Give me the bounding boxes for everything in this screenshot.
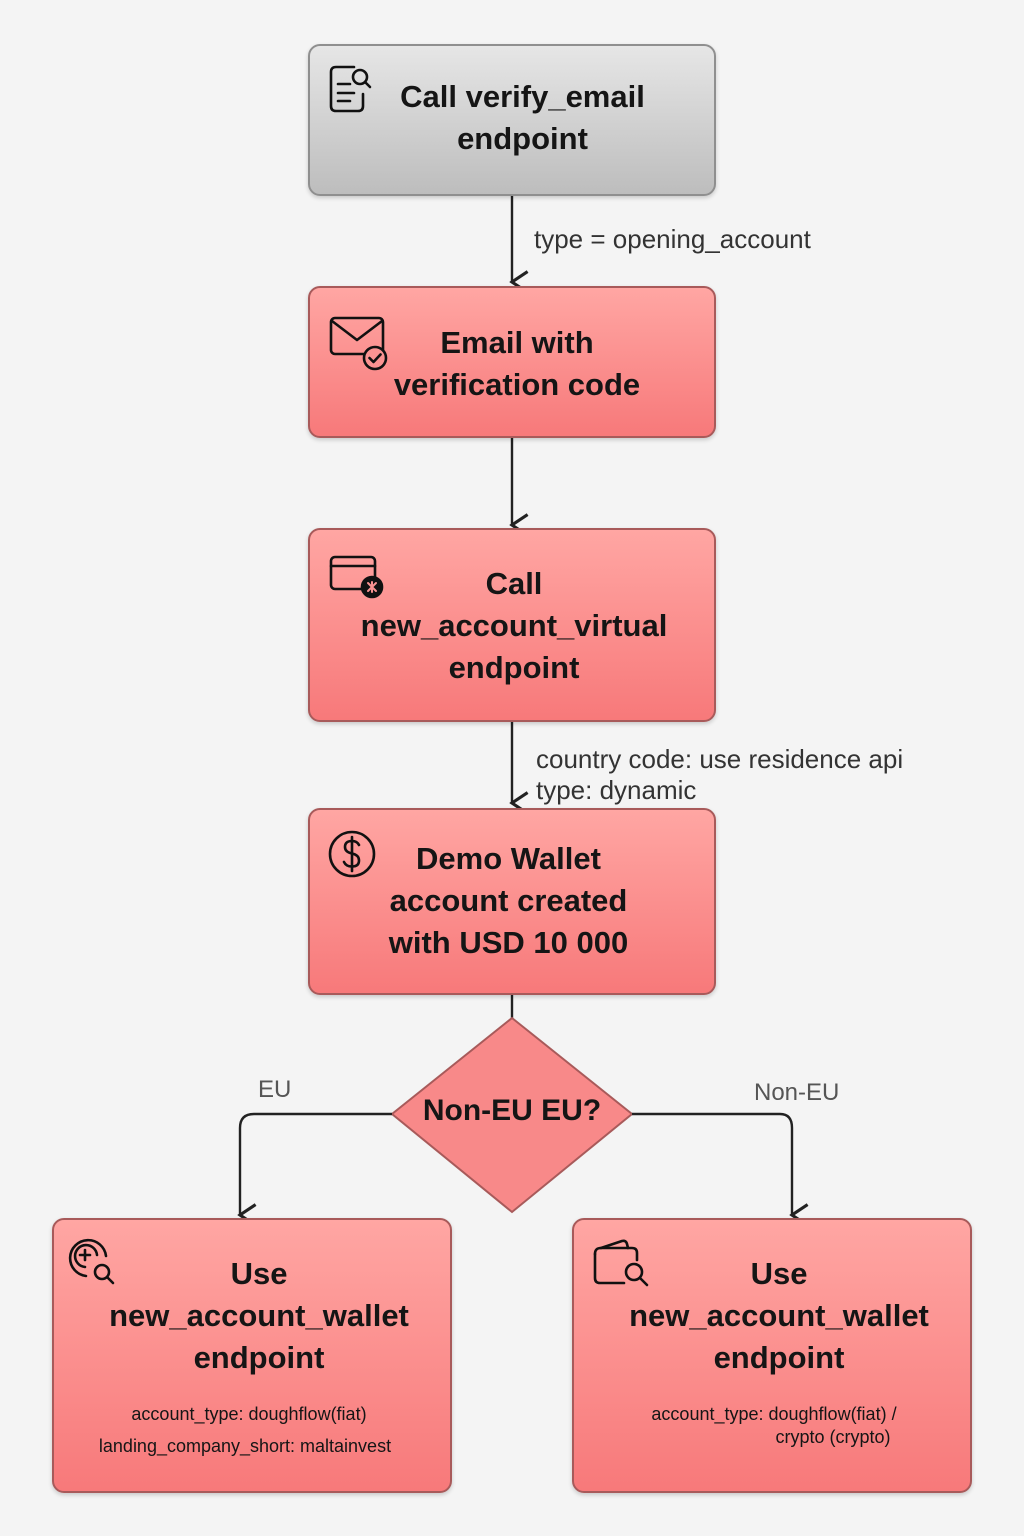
verify-email-node: Call verify_email endpoint [308, 44, 716, 196]
decision-diamond [390, 1016, 634, 1214]
branch-label-eu: EU [258, 1076, 292, 1103]
document-search-icon [328, 64, 374, 119]
branch-label-non-eu: Non-EU [754, 1079, 840, 1106]
new-account-virtual-node: Call new_account_virtual endpoint [308, 528, 716, 722]
eu-wallet-title: Use new_account_wallet endpoint [109, 1256, 409, 1375]
wallet-search-icon [592, 1238, 652, 1293]
target-search-icon [66, 1236, 118, 1293]
edge-label-type-dynamic: type: dynamic [536, 775, 697, 805]
dollar-circle-icon [326, 828, 378, 885]
eu-wallet-node: Use new_account_wallet endpoint account_… [52, 1218, 452, 1493]
email-verification-node: Email with verification code [308, 286, 716, 438]
eu-wallet-account-type: account_type: doughflow(fiat) [131, 1404, 367, 1424]
demo-wallet-title: Demo Wallet account created with USD 10 … [388, 841, 629, 960]
non-eu-wallet-account-type: account_type: doughflow(fiat) / [651, 1404, 897, 1424]
eu-wallet-landing-company: landing_company_short: maltainvest [98, 1436, 392, 1456]
decision-label: Non-EU EU? [422, 1094, 602, 1127]
new-account-virtual-title: Call new_account_virtual endpoint [360, 566, 668, 685]
non-eu-wallet-crypto: crypto (crypto) [775, 1427, 891, 1447]
card-add-icon [328, 554, 386, 605]
edge-label-country-code: country code: use residence api [536, 744, 904, 774]
arrow-decision-to-eu [240, 1112, 392, 1215]
demo-wallet-node: Demo Wallet account created with USD 10 … [308, 808, 716, 995]
non-eu-wallet-title: Use new_account_wallet endpoint [629, 1256, 929, 1375]
mail-check-icon [328, 314, 392, 377]
non-eu-wallet-node: Use new_account_wallet endpoint account_… [572, 1218, 972, 1493]
edge-label-type-opening-account: type = opening_account [534, 224, 811, 254]
arrow-decision-to-noneu [632, 1112, 792, 1215]
verify-email-title: Call verify_email endpoint [400, 79, 645, 156]
email-verification-title: Email with verification code [393, 325, 641, 402]
